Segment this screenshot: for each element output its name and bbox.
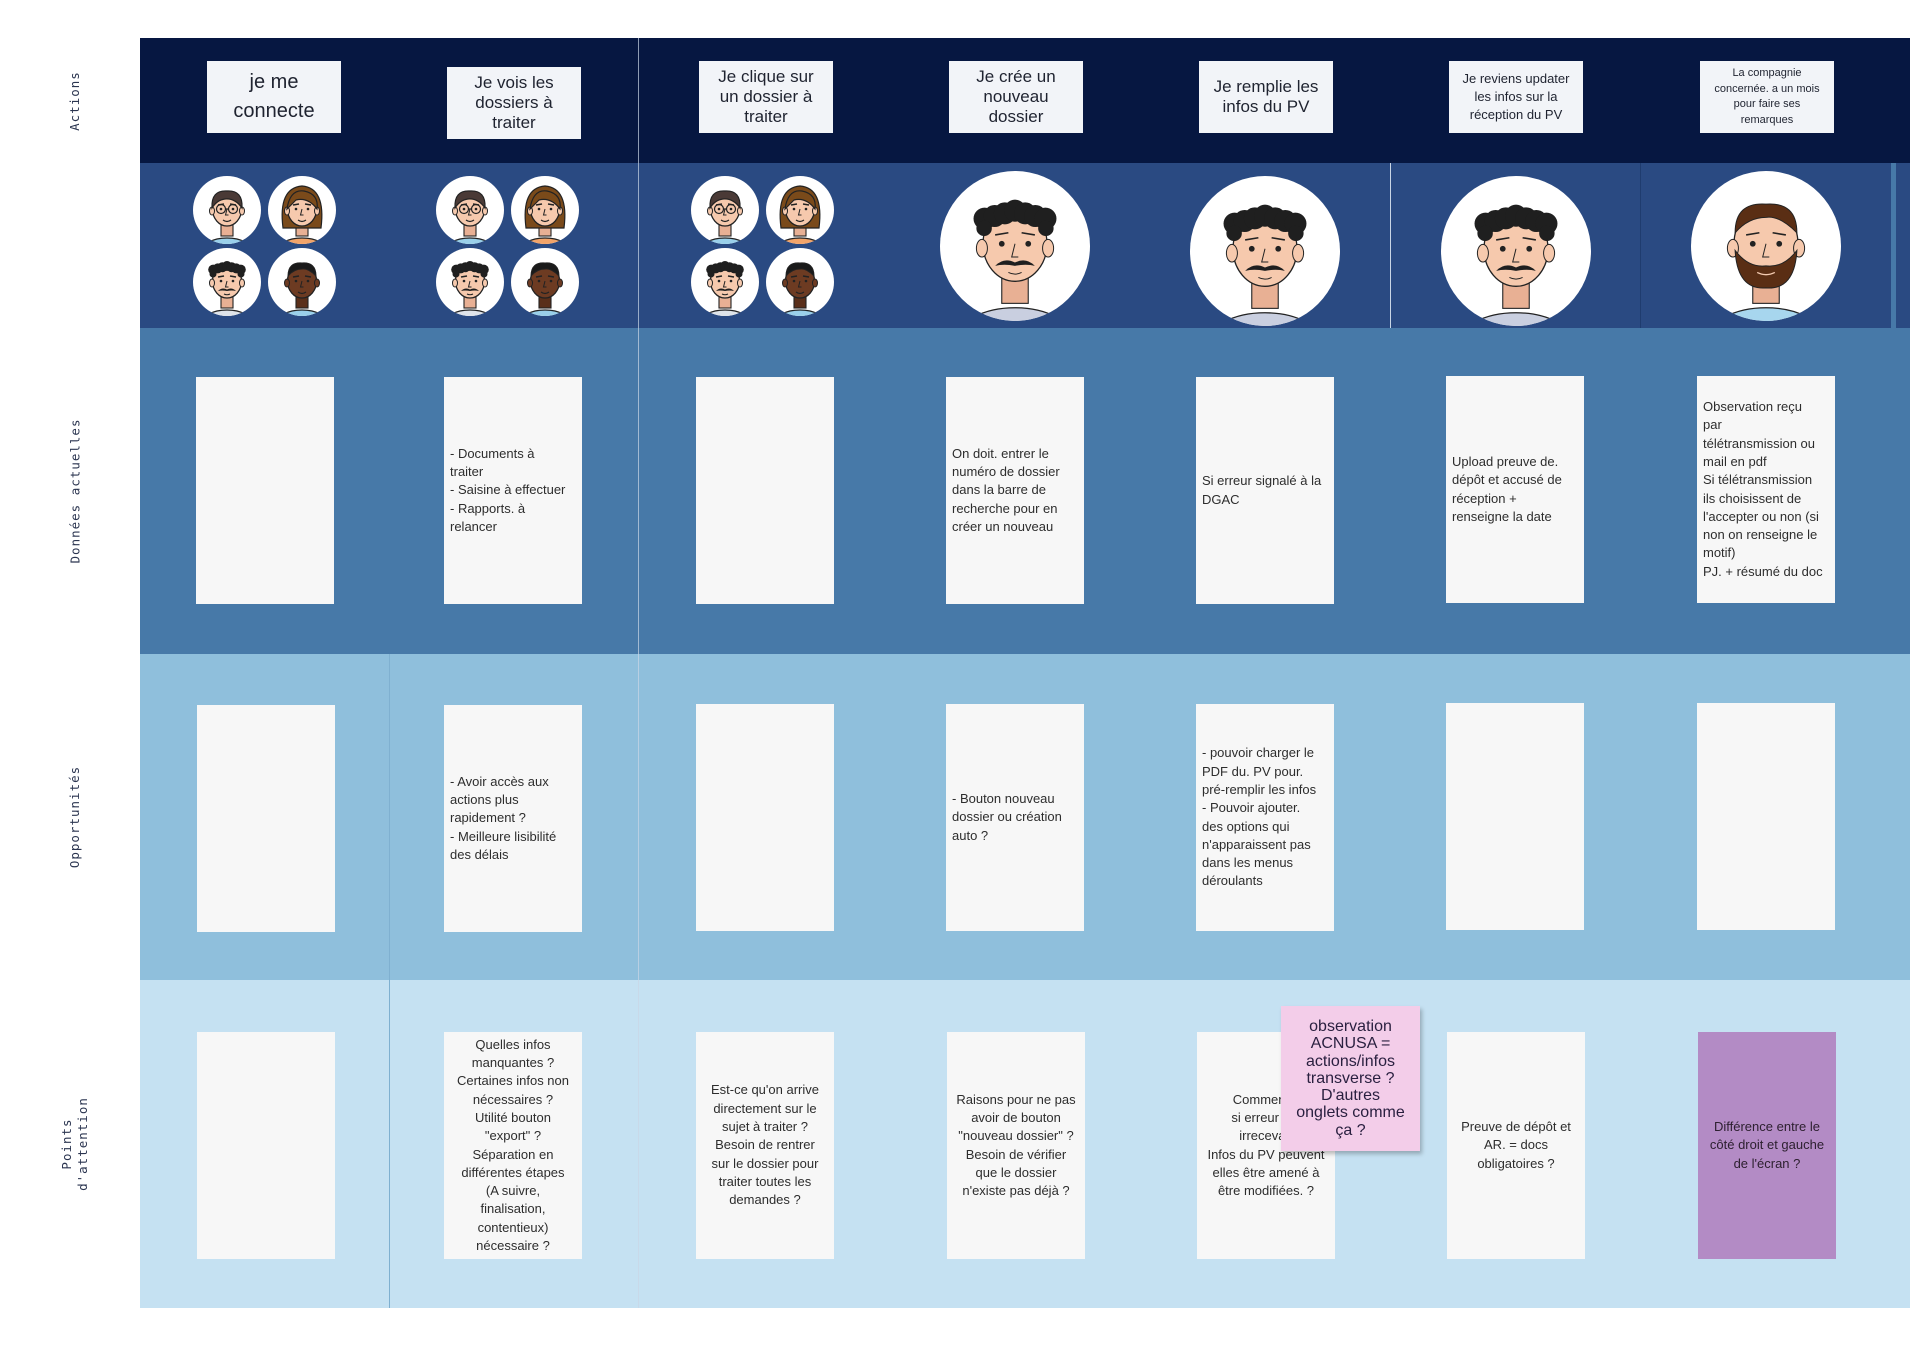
action-card-6: Je reviens updater les infos sur la réce… (1449, 61, 1583, 133)
persona-face (1441, 176, 1591, 326)
opportunites-card-7 (1697, 703, 1835, 930)
donnees-card-4: On doit. entrer le numéro de dossier dan… (946, 377, 1084, 604)
persona-face (436, 176, 504, 244)
points-card-4: Raisons pour ne pas avoir de bouton "nou… (947, 1032, 1085, 1259)
persona-face (436, 248, 504, 316)
action-card-1: je me connecte (207, 61, 341, 133)
persona-face (193, 248, 261, 316)
mustache-man-avatar-icon (940, 171, 1090, 321)
opportunites-card-3 (696, 704, 834, 931)
action-card-3: Je clique sur un dossier à traiter (699, 61, 833, 133)
action-card-2: Je vois les dossiers à traiter (447, 67, 581, 139)
persona-face (1190, 176, 1340, 326)
section-divider (389, 654, 390, 1308)
points-card-1 (197, 1032, 335, 1259)
persona-face (766, 176, 834, 244)
sticky-note: observation ACNUSA = actions/infos trans… (1281, 1006, 1420, 1151)
persona-face (1691, 171, 1841, 321)
points-card-2: Quelles infos manquantes ? Certaines inf… (444, 1032, 582, 1259)
section-divider (638, 38, 639, 1308)
opportunites-card-5: - pouvoir charger le PDF du. PV pour. pr… (1196, 704, 1334, 931)
donnees-card-6: Upload preuve de. dépôt et accusé de réc… (1446, 376, 1584, 603)
persona-face (691, 248, 759, 316)
mustache-man-avatar-icon (1190, 176, 1340, 326)
user-group-icon (436, 176, 579, 316)
persona-face (193, 176, 261, 244)
action-card-7: La compagnie concernée. a un mois pour f… (1700, 61, 1834, 133)
user-group-icon (193, 176, 336, 316)
persona-face (268, 176, 336, 244)
persona-face (766, 248, 834, 316)
section-divider (1390, 163, 1391, 328)
points-card-3: Est-ce qu'on arrive directement sur le s… (696, 1032, 834, 1259)
opportunites-card-2: - Avoir accès aux actions plus rapidemen… (444, 705, 582, 932)
points-card-7: Différence entre le côté droit et gauche… (1698, 1032, 1836, 1259)
persona-face (511, 176, 579, 244)
persona-face (511, 248, 579, 316)
action-card-5: Je remplie les infos du PV (1199, 61, 1333, 133)
points-card-6: Preuve de dépôt et AR. = docs obligatoir… (1447, 1032, 1585, 1259)
action-card-4: Je crée un nouveau dossier (949, 61, 1083, 133)
row-label-donnees: Données actuelles (67, 418, 82, 564)
persona-face (940, 171, 1090, 321)
donnees-card-1 (196, 377, 334, 604)
bearded-man-avatar-icon (1691, 171, 1841, 321)
donnees-card-5: Si erreur signalé à la DGAC (1196, 377, 1334, 604)
opportunites-card-6 (1446, 703, 1584, 930)
user-group-icon (691, 176, 834, 316)
mustache-man-avatar-icon (1441, 176, 1591, 326)
persona-face (691, 176, 759, 244)
donnees-card-3 (696, 377, 834, 604)
persona-edge (1891, 163, 1896, 328)
donnees-card-2: - Documents à traiter - Saisine à effect… (444, 377, 582, 604)
row-label-points: Points d'attention (59, 1097, 91, 1191)
row-label-opportunites: Opportunités (67, 765, 82, 869)
section-divider (1640, 163, 1641, 328)
opportunites-card-4: - Bouton nouveau dossier ou création aut… (946, 704, 1084, 931)
opportunites-card-1 (197, 705, 335, 932)
donnees-card-7: Observation reçu par télétransmission ou… (1697, 376, 1835, 603)
persona-face (268, 248, 336, 316)
row-label-actions: Actions (67, 70, 82, 131)
